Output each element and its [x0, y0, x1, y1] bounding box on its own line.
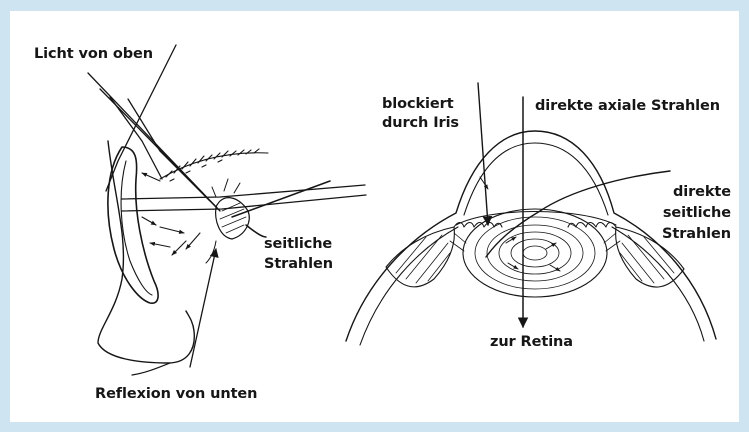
label-licht-von-oben: Licht von oben [34, 45, 153, 64]
eye-globe-inner [360, 227, 704, 345]
glasses-arm-top [122, 185, 365, 199]
label-direkte-seitliche-line1: direkte [673, 183, 731, 202]
label-reflexion-von-unten: Reflexion von unten [95, 385, 257, 404]
chin-line [132, 363, 170, 375]
reflection-from-below-arrow [190, 249, 216, 367]
label-seitliche-strahlen-line2: Strahlen [264, 255, 333, 274]
glasses-rim-outer [108, 147, 158, 303]
label-seitliche-strahlen-line1: seitliche [264, 235, 332, 254]
eye-globe-outer [346, 131, 716, 341]
label-blockiert-line1: blockiert [382, 95, 454, 114]
eye-profile [206, 179, 249, 263]
label-direkte-axiale-strahlen: direkte axiale Strahlen [535, 97, 720, 116]
label-blockiert-line2: durch Iris [382, 114, 459, 133]
face-profile-drawing [88, 45, 366, 375]
label-direkte-seitliche-line3: Strahlen [662, 225, 731, 244]
label-direkte-seitliche-line2: seitliche [663, 204, 731, 223]
label-zur-retina: zur Retina [490, 333, 573, 352]
lens [463, 209, 607, 297]
eye-diagram-illustration [10, 11, 739, 422]
light-rays-from-above [88, 45, 220, 211]
figure-panel: Licht von oben Reflexion von unten seitl… [10, 11, 739, 422]
reflection-arrows [142, 173, 200, 255]
cornea-inner [464, 143, 608, 215]
